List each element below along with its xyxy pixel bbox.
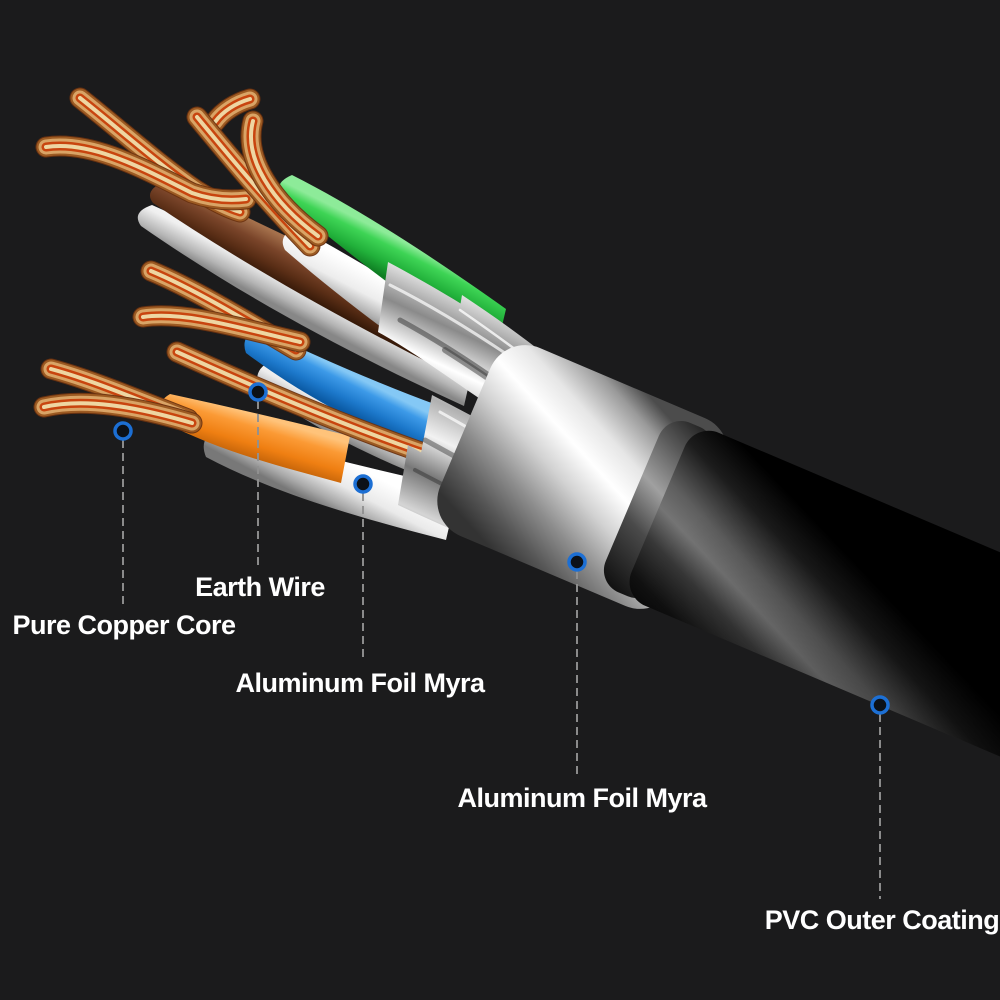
marker-ring-earth-wire	[248, 382, 268, 402]
marker-ring-pvc	[870, 695, 890, 715]
marker-ring-pure-copper-core	[113, 421, 133, 441]
callout-leaders	[113, 382, 890, 899]
white-wire	[137, 205, 476, 406]
label-pvc-outer-coating: PVC Outer Coating	[764, 905, 1000, 935]
label-aluminum-foil-myra-2: Aluminum Foil Myra	[457, 783, 707, 813]
marker-ring-aluminum-foil-2	[567, 552, 587, 572]
marker-ring-aluminum-foil-1	[353, 474, 373, 494]
label-pure-copper-core: Pure Copper Core	[12, 610, 236, 640]
twisted-pair-orange	[44, 369, 458, 540]
pvc-jacket	[603, 421, 1000, 830]
orange-wire	[158, 394, 350, 483]
label-earth-wire: Earth Wire	[195, 572, 325, 602]
label-aluminum-foil-myra-1: Aluminum Foil Myra	[235, 668, 485, 698]
